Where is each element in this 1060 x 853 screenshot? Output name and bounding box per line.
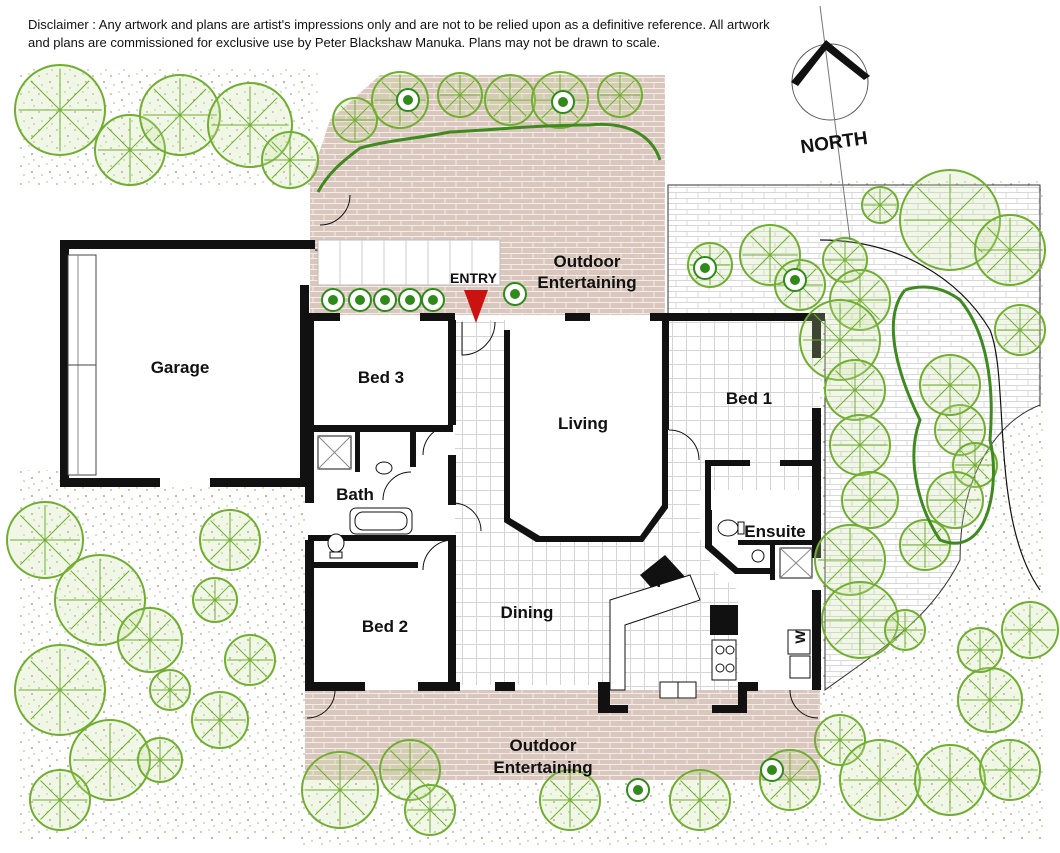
garage-door (67, 254, 97, 476)
disclaimer-text: Disclaimer : Any artwork and plans are a… (28, 17, 770, 50)
room-label-bed1: Bed 1 (726, 389, 772, 408)
bath-fixtures (317, 435, 413, 559)
walls (60, 240, 825, 713)
outdoor-bottom-line2: Entertaining (493, 758, 592, 777)
outdoor-top-line2: Entertaining (537, 273, 636, 292)
pantry-label: P (656, 572, 667, 591)
entry-shrubs (321, 88, 807, 802)
north-label: NORTH (799, 128, 869, 158)
hedges (316, 122, 995, 545)
room-label-bath: Bath (336, 485, 374, 504)
room-label-living: Living (558, 414, 608, 433)
room-label-bed3: Bed 3 (358, 368, 404, 387)
fridge-label: F (719, 612, 729, 631)
entry-label: ENTRY (450, 270, 498, 286)
room-label-garage: Garage (151, 358, 210, 377)
washer-label: W (792, 630, 808, 644)
door-swings (306, 194, 819, 719)
room-label-dining: Dining (501, 603, 554, 622)
outdoor-top-line1: Outdoor (553, 252, 620, 271)
outdoor-bottom-line1: Outdoor (509, 736, 576, 755)
room-label-bed2: Bed 2 (362, 617, 408, 636)
tree-canopies (6, 64, 1059, 836)
labels: NORTH ENTRY Garage Bed 3 Bath Bed 2 Livi… (151, 128, 869, 777)
north-compass (791, 5, 870, 241)
room-label-ensuite: Ensuite (744, 522, 805, 541)
house-floors (60, 240, 820, 690)
courtyard (317, 239, 501, 286)
kitchen-fixtures (609, 574, 811, 699)
entry-marker (464, 290, 488, 323)
ensuite-fixtures (717, 519, 813, 579)
